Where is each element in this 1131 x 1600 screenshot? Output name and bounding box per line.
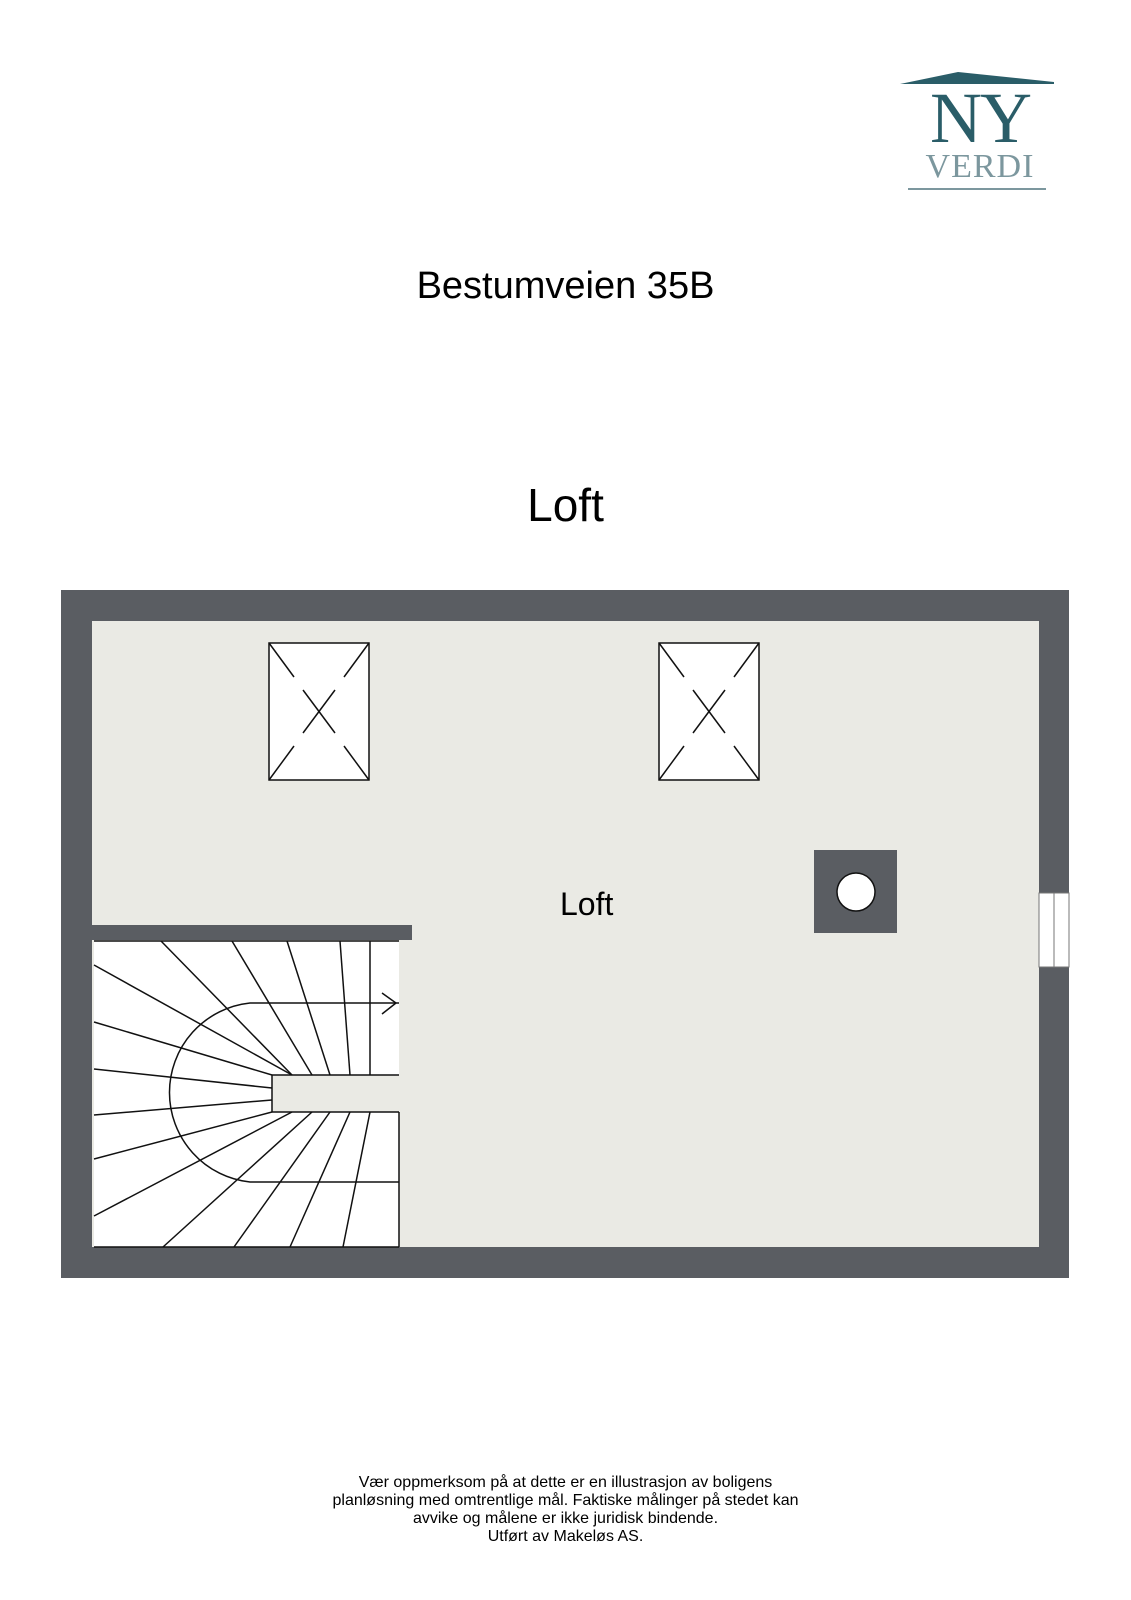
room-label-loft: Loft (560, 886, 614, 922)
skylight-1 (268, 642, 370, 781)
logo-ny-text: NY (930, 78, 1032, 158)
disclaimer: Vær oppmerksom på at dette er en illustr… (0, 1474, 1131, 1546)
chimney-icon (814, 850, 897, 933)
disclaimer-line: Vær oppmerksom på at dette er en illustr… (358, 1474, 773, 1491)
window-east (1038, 892, 1070, 968)
roof-icon (900, 72, 1054, 84)
skylight-2 (658, 642, 760, 781)
address-title: Bestumveien 35B (416, 265, 715, 307)
ny-verdi-logo: NY VERDI (900, 68, 1080, 198)
floor-title: Loft (527, 479, 604, 531)
disclaimer-line: Utført av Makeløs AS. (487, 1528, 644, 1545)
stair-wall (92, 925, 412, 940)
staircase (93, 940, 400, 1248)
logo-underline (908, 188, 1046, 190)
logo-verdi-text: VERDI (925, 148, 1035, 185)
disclaimer-line: planløsning med omtrentlige mål. Faktisk… (332, 1492, 799, 1509)
disclaimer-line: avvike og målene er ikke juridisk binden… (412, 1510, 719, 1527)
